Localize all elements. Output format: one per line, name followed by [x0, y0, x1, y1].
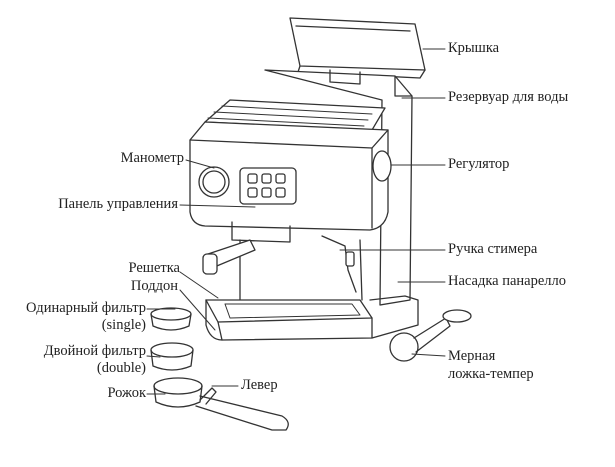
label-single-filter: Одинарный фильтр [26, 300, 146, 316]
drip-tray-drawing [205, 295, 419, 341]
label-single-filter-note: (single) [101, 317, 146, 333]
label-spoon-line1: Мерная [448, 348, 496, 364]
tamper-spoon-drawing [389, 309, 472, 362]
label-regulator: Регулятор [448, 156, 510, 172]
label-steam-handle: Ручка стимера [448, 241, 538, 257]
label-manometer: Манометр [120, 150, 184, 166]
label-water-tank: Резервуар для воды [448, 89, 569, 105]
leader-lines [146, 48, 446, 395]
label-spoon-line2: ложка-темпер [448, 366, 534, 382]
cup-warmer-grid [207, 105, 373, 127]
control-panel-drawing [239, 167, 297, 205]
label-lever: Левер [241, 377, 278, 393]
single-filter-drawing [150, 307, 192, 331]
label-control-panel: Панель управления [58, 196, 178, 212]
double-filter-drawing [150, 342, 194, 371]
label-grid: Решетка [128, 260, 180, 276]
label-portafilter: Рожок [107, 385, 146, 401]
label-panarello: Насадка панарелло [448, 273, 567, 289]
label-double-filter: Двойной фильтр [43, 343, 146, 359]
manometer-inner [202, 170, 226, 194]
portafilter-drawing [153, 377, 289, 431]
label-double-filter-note: (double) [96, 360, 146, 376]
lid-drawing [289, 17, 426, 79]
regulator-knob [372, 150, 392, 182]
label-drip-tray: Поддон [130, 278, 178, 294]
label-lid: Крышка [448, 40, 500, 56]
